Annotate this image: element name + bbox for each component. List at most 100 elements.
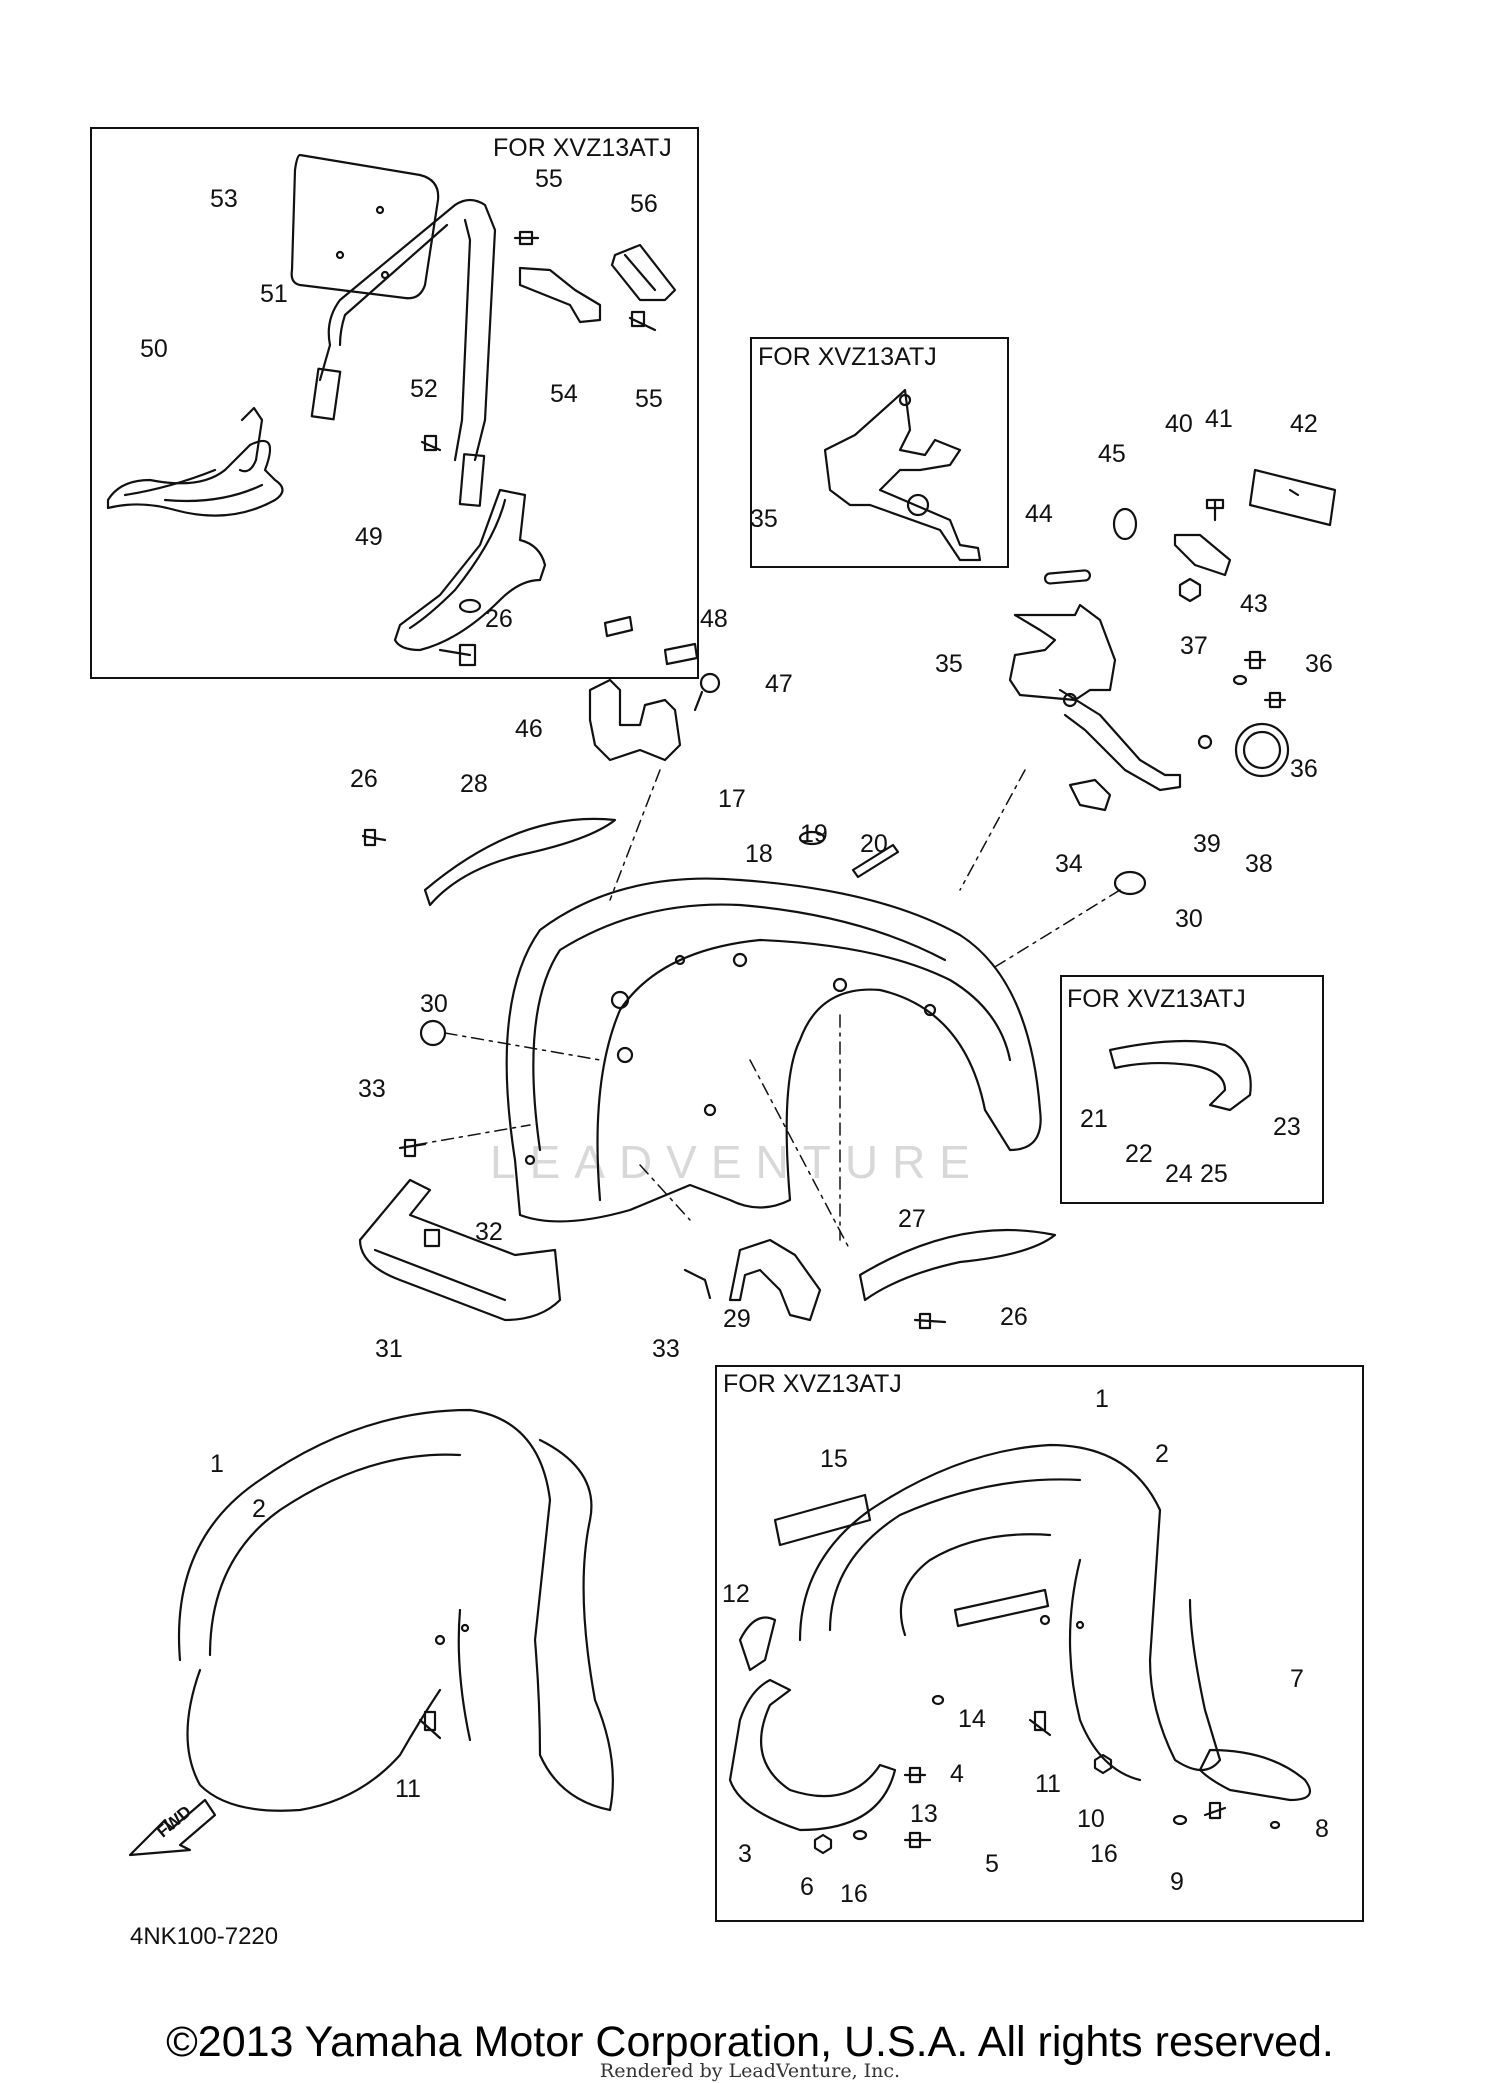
washer-16-b xyxy=(1172,1814,1188,1826)
washer-16-a xyxy=(852,1829,868,1841)
callout-number: 40 xyxy=(1165,410,1193,438)
callout-number: 2 xyxy=(252,1495,266,1523)
callout-number: 35 xyxy=(935,650,963,678)
sissy-bar-51 xyxy=(310,198,497,507)
callout-number: 34 xyxy=(1055,850,1083,878)
forward-arrow-icon xyxy=(128,1798,217,1857)
bolt-47 xyxy=(693,672,721,712)
callout-number: 30 xyxy=(1175,905,1203,933)
fender-assembly-1-left xyxy=(178,1408,614,1812)
variant-box-title: FOR XVZ13ATJ xyxy=(723,1370,902,1398)
bolt-26-left xyxy=(361,828,387,847)
washer-37 xyxy=(1232,674,1248,686)
copyright-notice: ©2013 Yamaha Motor Corporation, U.S.A. A… xyxy=(166,2018,1334,2066)
grab-bracket-29 xyxy=(728,1238,822,1322)
bolt-11-left xyxy=(418,1710,442,1740)
variant-box-title: FOR XVZ13ATJ xyxy=(758,343,937,371)
callout-number: 52 xyxy=(410,375,438,403)
callout-number: 3 xyxy=(738,1840,752,1868)
rendered-by-credit: Rendered by LeadVenture, Inc. xyxy=(599,2060,901,2082)
bolt-26-right xyxy=(913,1312,947,1330)
callout-number: 45 xyxy=(1098,440,1126,468)
callout-number: 15 xyxy=(820,1445,848,1473)
trim-strip-27 xyxy=(858,1228,1057,1302)
callout-number: 11 xyxy=(395,1775,421,1803)
watermark-text: LEADVENTURE xyxy=(490,1136,984,1188)
side-plate-50 xyxy=(106,406,284,517)
grommet-30-left xyxy=(419,1019,447,1047)
side-plate-49 xyxy=(393,488,547,652)
bolt-13 xyxy=(903,1766,927,1784)
callout-number: 21 xyxy=(1080,1105,1108,1133)
callout-number: 28 xyxy=(460,770,488,798)
callout-number: 27 xyxy=(898,1205,926,1233)
bracket-56 xyxy=(610,243,677,302)
callout-number: 4 xyxy=(950,1760,964,1788)
side-guard-3 xyxy=(728,1678,897,1832)
reflector-bracket-21 xyxy=(1108,1039,1252,1112)
callout-number: 16 xyxy=(840,1880,868,1908)
bolt-41 xyxy=(1205,498,1225,522)
callout-number: 11 xyxy=(1035,1770,1061,1798)
bracket-35-variant xyxy=(823,388,982,562)
callout-number: 13 xyxy=(910,1800,938,1828)
callout-number: 47 xyxy=(765,670,793,698)
callout-number: 24 xyxy=(1165,1160,1193,1188)
backrest-pad-53 xyxy=(290,153,440,300)
callout-number: 53 xyxy=(210,185,238,213)
clip-32 xyxy=(423,1228,441,1248)
trim-strip-28 xyxy=(423,817,617,907)
callout-number: 14 xyxy=(958,1705,986,1733)
callout-number: 1 xyxy=(210,1450,224,1478)
bolt-55-upper xyxy=(513,230,540,246)
bolt-36-a xyxy=(1243,650,1267,670)
callout-number: 10 xyxy=(1077,1805,1105,1833)
callout-number: 19 xyxy=(800,820,828,848)
callout-number: 48 xyxy=(700,605,728,633)
callout-number: 26 xyxy=(350,765,378,793)
bolt-9 xyxy=(1203,1801,1227,1820)
callout-number: 6 xyxy=(800,1873,814,1901)
bolt-5 xyxy=(903,1831,932,1849)
decal-15 xyxy=(773,1493,872,1547)
variant-box-reflector xyxy=(1060,975,1324,1204)
bracket-40 xyxy=(1173,533,1232,577)
grommet-34 xyxy=(1068,778,1112,812)
callout-number: 31 xyxy=(375,1335,403,1363)
bracket-35-main xyxy=(1008,603,1182,792)
variant-box-classic-fender xyxy=(715,1365,1364,1922)
nut-43 xyxy=(1178,577,1202,603)
callout-number: 7 xyxy=(1290,1665,1304,1693)
callout-number: 20 xyxy=(860,830,888,858)
bracket-46 xyxy=(588,678,682,762)
callout-number: 43 xyxy=(1240,590,1268,618)
callout-number: 29 xyxy=(723,1305,751,1333)
taillight-base-31 xyxy=(358,1178,562,1322)
nut-6 xyxy=(813,1833,833,1855)
callout-number: 35 xyxy=(750,505,778,533)
callout-number: 26 xyxy=(485,605,513,633)
pin-8 xyxy=(1269,1820,1281,1830)
callout-number: 33 xyxy=(652,1335,680,1363)
bolt-52 xyxy=(420,434,442,452)
side-plate-12 xyxy=(738,1616,777,1672)
callout-number: 55 xyxy=(535,165,563,193)
callout-number: 26 xyxy=(1000,1303,1028,1331)
callout-number: 25 xyxy=(1200,1160,1228,1188)
callout-number: 16 xyxy=(1090,1840,1118,1868)
pads-48 xyxy=(603,615,699,666)
callout-number: 39 xyxy=(1193,830,1221,858)
label-20 xyxy=(851,843,900,879)
callout-number: 50 xyxy=(140,335,168,363)
variant-box-title: FOR XVZ13ATJ xyxy=(493,134,672,162)
callout-number: 56 xyxy=(630,190,658,218)
variant-box-bracket xyxy=(750,337,1009,568)
bracket-54 xyxy=(518,266,602,324)
callout-number: 22 xyxy=(1125,1140,1153,1168)
callout-number: 5 xyxy=(985,1850,999,1878)
emblem-14 xyxy=(953,1588,1050,1628)
callout-number: 55 xyxy=(635,385,663,413)
bolt-33-left xyxy=(398,1138,427,1158)
callout-number: 37 xyxy=(1180,632,1208,660)
